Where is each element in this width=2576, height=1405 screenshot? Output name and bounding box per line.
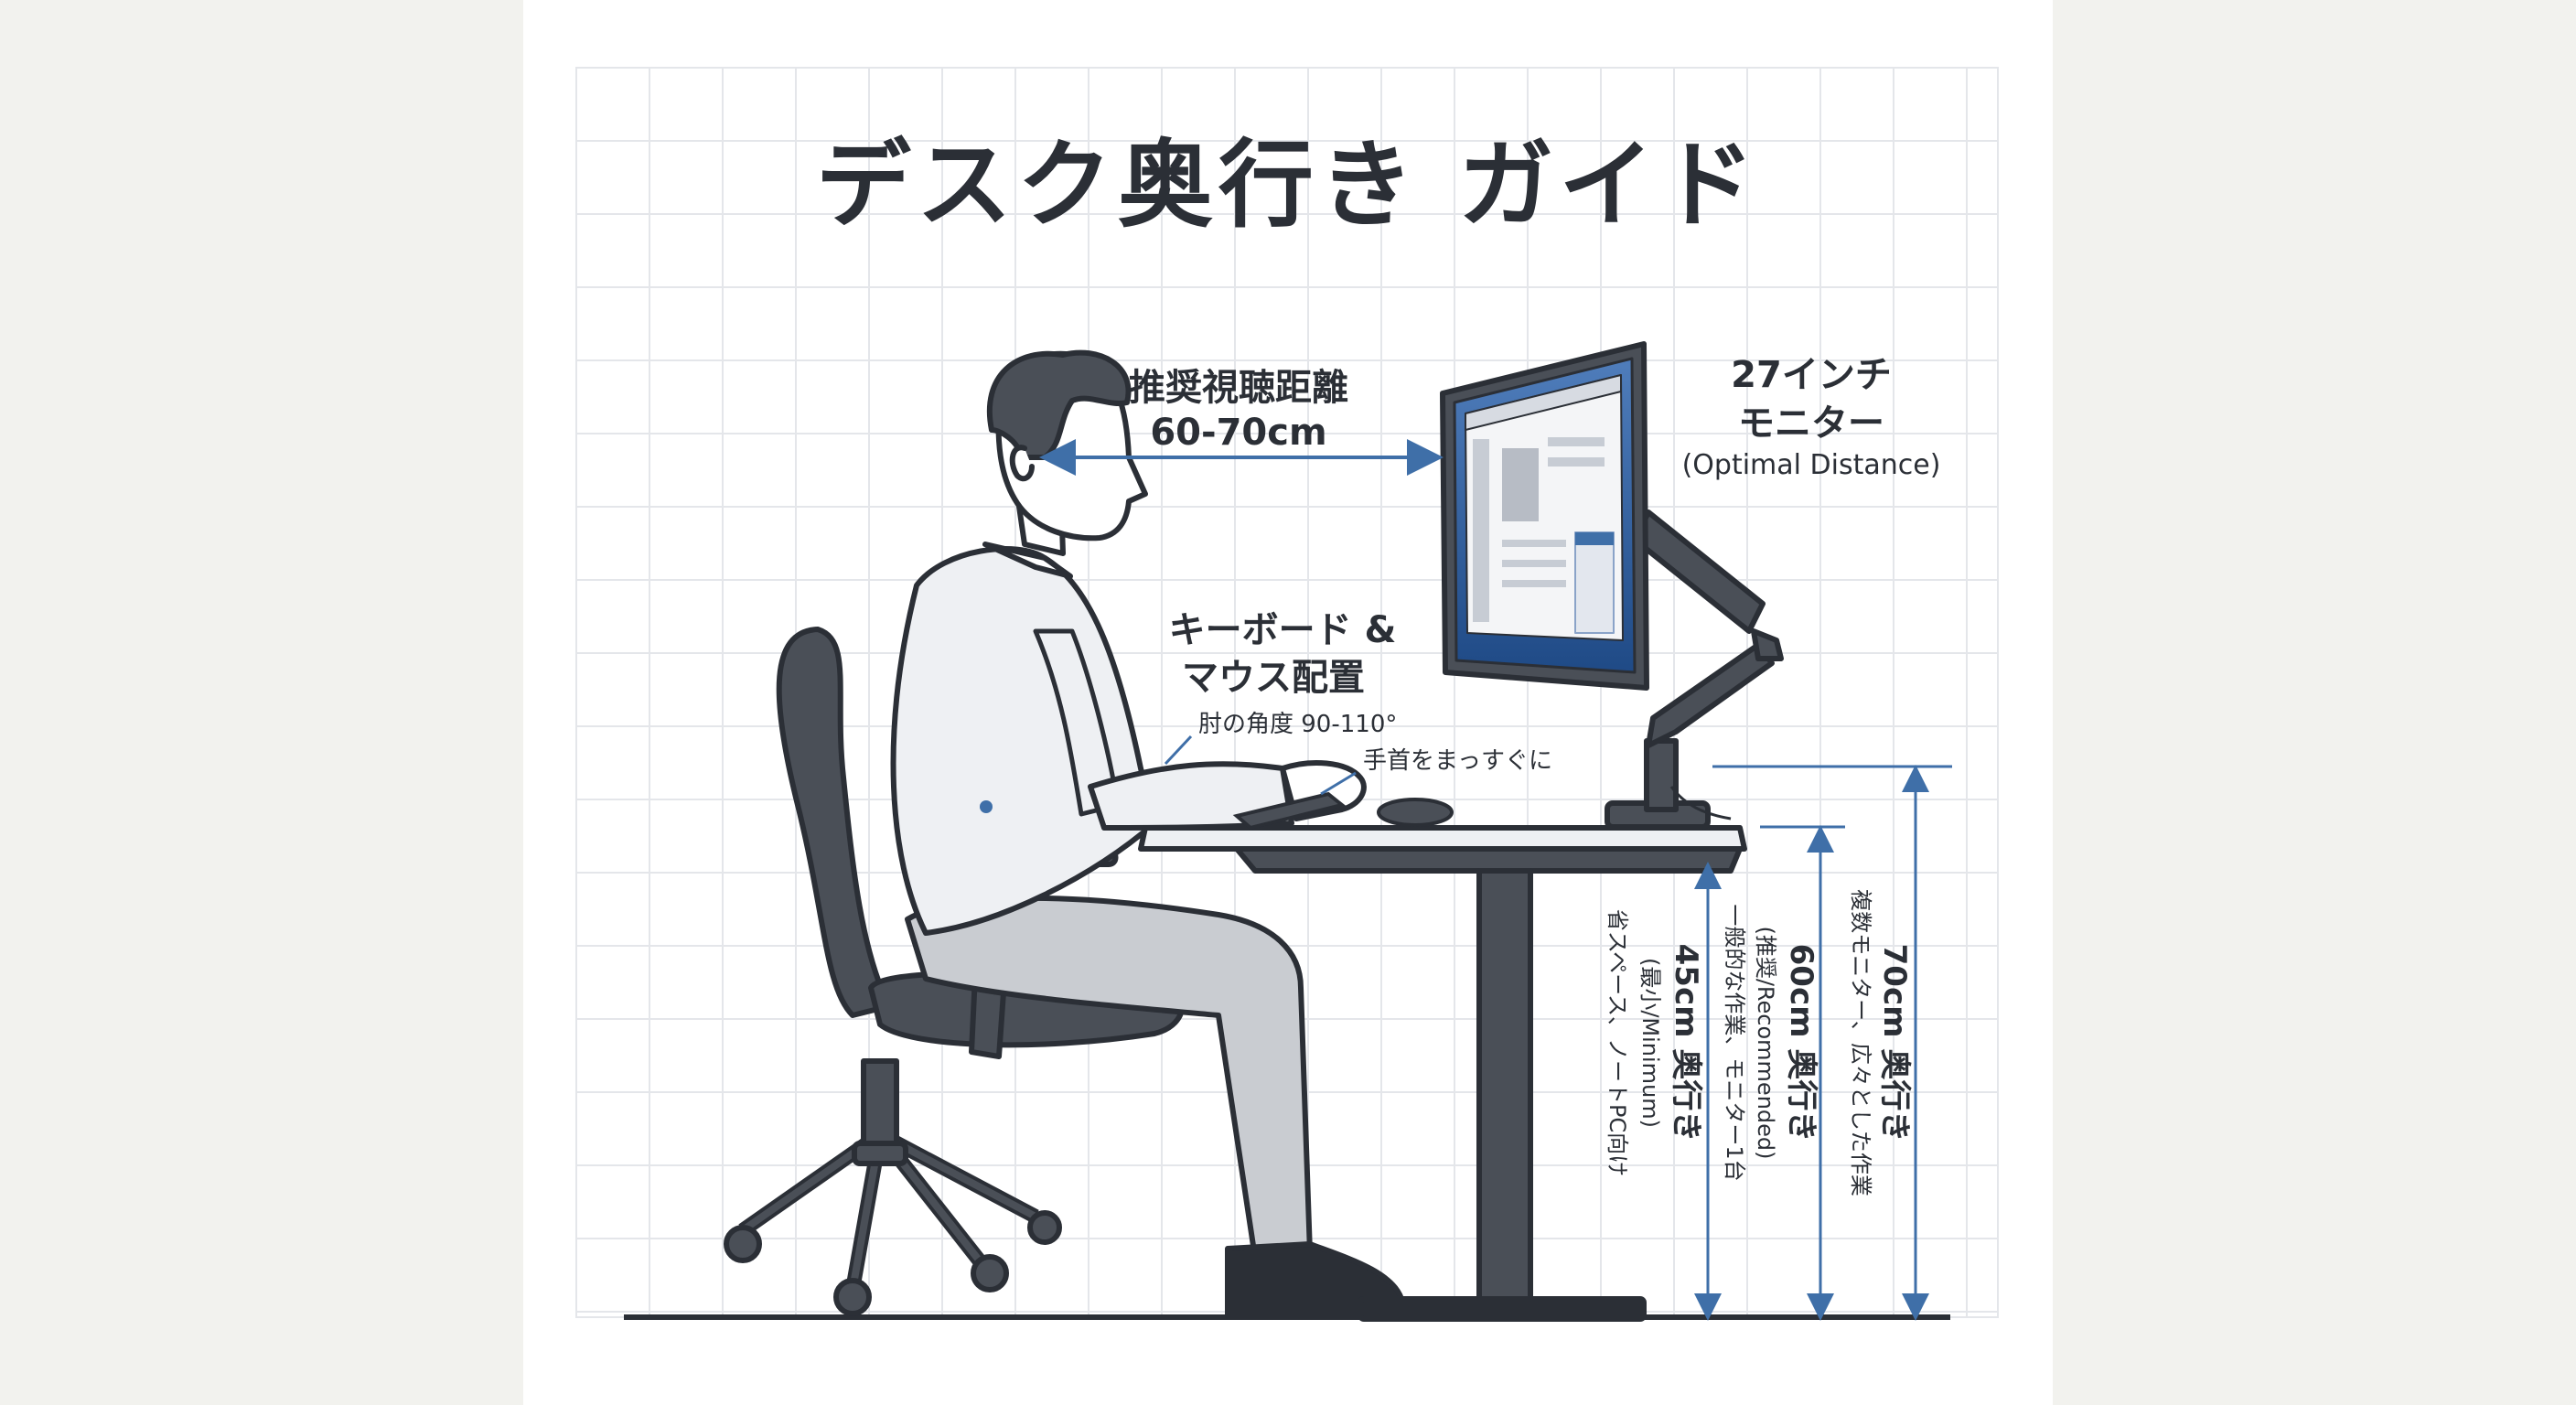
diagram-sheet: デスク奥行き ガイド [523, 0, 2053, 1405]
wrist-leader-line [1320, 771, 1357, 796]
viewing-distance-value: 60-70cm [1150, 412, 1326, 454]
elbow-angle-label: 肘の角度 90-110° [1198, 711, 1397, 738]
desk-depth-diagram: デスク奥行き ガイド [575, 67, 1999, 1322]
depth-45-desc: 省スペース、ノートPC向け [1605, 909, 1630, 1176]
monitor [1440, 341, 1649, 691]
elbow-marker [980, 800, 993, 813]
desk [1138, 825, 1747, 1322]
keyboard-mouse-label-1: キーボード & [1169, 609, 1397, 651]
depth-45-sub: (最小/Minimum) [1637, 958, 1663, 1128]
viewing-distance-label: 推奨視聴距離 [1129, 367, 1348, 409]
wrist-label: 手首をまっすぐに [1363, 747, 1552, 775]
depth-60-desc: 一般的な作業、モニター1台 [1722, 904, 1747, 1181]
page-title: デスク奥行き ガイド [816, 129, 1760, 241]
monitor-note: (Optimal Distance) [1682, 449, 1941, 481]
seated-person [890, 349, 1404, 1318]
elbow-leader-line [1164, 735, 1193, 766]
monitor-arm [1605, 509, 1784, 830]
monitor-label: モニター [1738, 402, 1884, 445]
monitor-size-label: 27インチ [1731, 354, 1892, 396]
depth-dimension-70 [1712, 765, 1952, 1321]
keyboard-mouse-label-2: マウス配置 [1182, 657, 1365, 699]
depth-60-main: 60cm 奥行き [1783, 944, 1819, 1142]
depth-dimension-60 [1760, 825, 1845, 1321]
depth-70-desc: 複数モニター、広々とした作業 [1848, 889, 1873, 1196]
depth-70-main: 70cm 奥行き [1876, 944, 1913, 1142]
depth-60-sub: (推奨/Recommended) [1753, 926, 1778, 1159]
depth-45-main: 45cm 奥行き [1668, 944, 1704, 1142]
mouse [1377, 798, 1454, 827]
keyboard [1232, 791, 1347, 831]
